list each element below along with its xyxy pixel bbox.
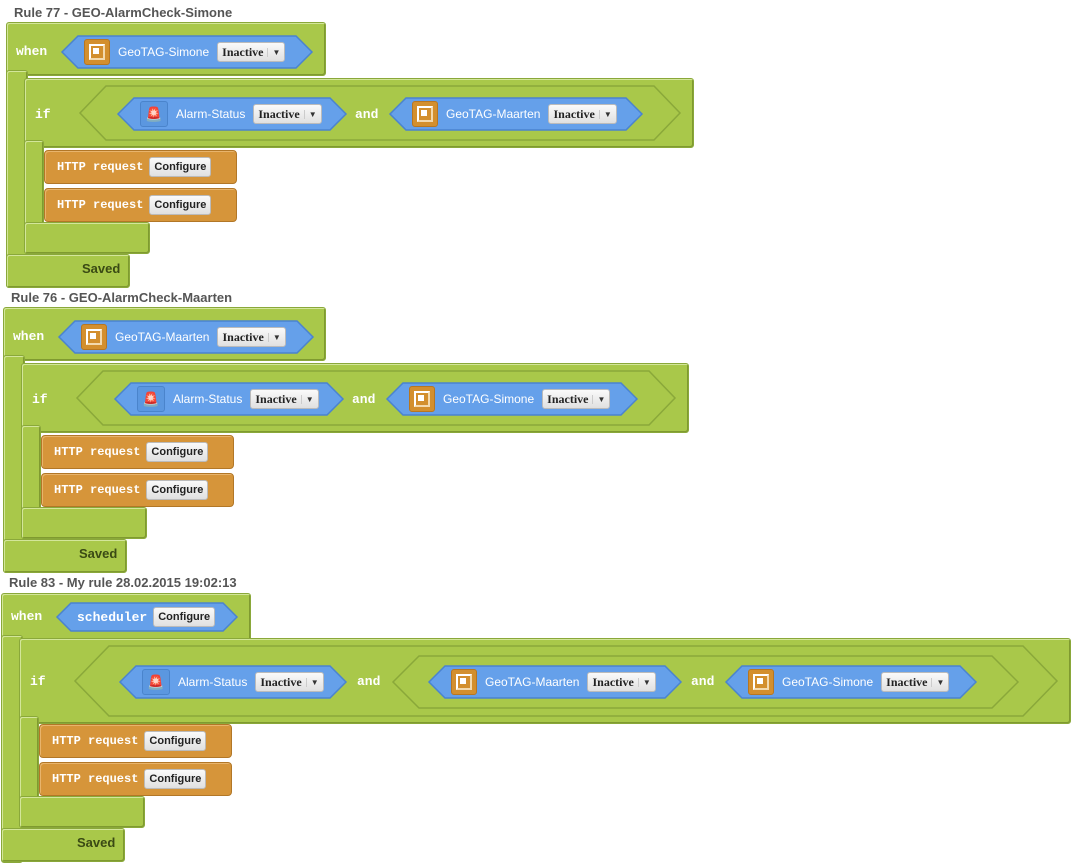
condition-block[interactable]: GeoTAG-Simone Inactive▼ <box>724 665 978 699</box>
geotag-icon <box>81 324 107 350</box>
device-name: GeoTAG-Simone <box>118 45 210 59</box>
device-name: Alarm-Status <box>176 107 246 121</box>
configure-button[interactable]: Configure <box>153 607 216 627</box>
geotag-icon <box>451 669 477 695</box>
device-name: Alarm-Status <box>178 675 248 689</box>
and-keyword: and <box>355 107 379 122</box>
when-block-footer <box>1 828 125 862</box>
condition-block[interactable]: GeoTAG-Maarten Inactive▼ <box>427 665 683 699</box>
condition-block[interactable]: 🚨 Alarm-Status Inactive▼ <box>118 665 348 699</box>
state-value: Inactive <box>255 391 297 406</box>
state-dropdown[interactable]: Inactive▼ <box>881 672 950 692</box>
if-block-footer <box>19 796 145 828</box>
http-request-block[interactable]: HTTP request Configure <box>44 150 237 184</box>
rule-title: Rule 76 - GEO-AlarmCheck-Maarten <box>11 290 233 305</box>
configure-button[interactable]: Configure <box>149 157 212 177</box>
state-dropdown[interactable]: Inactive▼ <box>587 672 656 692</box>
when-block-footer <box>3 539 127 573</box>
action-label: HTTP request <box>52 772 139 786</box>
chevron-down-icon: ▼ <box>267 47 284 57</box>
if-keyword: if <box>30 674 46 689</box>
chevron-down-icon: ▼ <box>637 677 655 687</box>
and-keyword: and <box>352 392 376 407</box>
state-value: Inactive <box>553 106 595 121</box>
and-keyword: and <box>691 674 715 689</box>
trigger-label: scheduler <box>77 609 148 625</box>
chevron-down-icon: ▼ <box>931 677 948 687</box>
if-block-footer <box>21 507 147 539</box>
http-request-block[interactable]: HTTP request Configure <box>44 188 237 222</box>
http-request-block[interactable]: HTTP request Configure <box>41 473 234 507</box>
condition-block[interactable]: 🚨 Alarm-Status Inactive▼ <box>113 382 345 416</box>
device-name: GeoTAG-Simone <box>782 675 874 689</box>
state-dropdown[interactable]: Inactive▼ <box>548 104 617 124</box>
save-status: Saved <box>79 546 118 561</box>
if-keyword: if <box>35 107 51 122</box>
save-status: Saved <box>77 835 116 850</box>
trigger-block[interactable]: GeoTAG-Simone Inactive▼ <box>60 35 314 69</box>
chevron-down-icon: ▼ <box>300 394 318 404</box>
trigger-block[interactable]: GeoTAG-Maarten Inactive▼ <box>57 320 315 354</box>
state-value: Inactive <box>886 674 928 689</box>
configure-button[interactable]: Configure <box>149 195 212 215</box>
geotag-icon <box>748 669 774 695</box>
action-label: HTTP request <box>54 445 141 459</box>
save-status: Saved <box>82 261 121 276</box>
action-label: HTTP request <box>54 483 141 497</box>
rule-title: Rule 83 - My rule 28.02.2015 19:02:13 <box>9 575 237 590</box>
and-keyword: and <box>357 674 381 689</box>
configure-button[interactable]: Configure <box>144 769 207 789</box>
device-name: GeoTAG-Maarten <box>115 330 210 344</box>
trigger-block[interactable]: scheduler Configure <box>55 602 239 632</box>
alarm-icon: 🚨 <box>137 386 165 412</box>
if-block-footer <box>24 222 150 254</box>
device-name: GeoTAG-Maarten <box>446 107 541 121</box>
http-request-block[interactable]: HTTP request Configure <box>39 724 232 758</box>
geotag-icon <box>412 101 438 127</box>
chevron-down-icon: ▼ <box>598 109 616 119</box>
configure-button[interactable]: Configure <box>144 731 207 751</box>
state-dropdown[interactable]: Inactive▼ <box>253 104 322 124</box>
when-keyword: when <box>13 329 45 344</box>
state-dropdown[interactable]: Inactive▼ <box>250 389 319 409</box>
condition-block[interactable]: 🚨 Alarm-Status Inactive▼ <box>116 97 348 131</box>
device-name: GeoTAG-Simone <box>443 392 535 406</box>
alarm-icon: 🚨 <box>142 669 170 695</box>
state-value: Inactive <box>592 674 634 689</box>
chevron-down-icon: ▼ <box>305 677 323 687</box>
configure-button[interactable]: Configure <box>146 480 209 500</box>
chevron-down-icon: ▼ <box>303 109 321 119</box>
http-request-block[interactable]: HTTP request Configure <box>39 762 232 796</box>
action-label: HTTP request <box>57 160 144 174</box>
state-value: Inactive <box>547 391 589 406</box>
configure-button[interactable]: Configure <box>146 442 209 462</box>
action-label: HTTP request <box>57 198 144 212</box>
state-value: Inactive <box>222 44 264 59</box>
state-dropdown[interactable]: Inactive▼ <box>542 389 611 409</box>
if-keyword: if <box>32 392 48 407</box>
action-label: HTTP request <box>52 734 139 748</box>
state-dropdown[interactable]: Inactive▼ <box>217 327 286 347</box>
rule-title: Rule 77 - GEO-AlarmCheck-Simone <box>14 5 233 20</box>
geotag-icon <box>84 39 110 65</box>
geotag-icon <box>409 386 435 412</box>
state-dropdown[interactable]: Inactive▼ <box>255 672 324 692</box>
condition-block[interactable]: GeoTAG-Maarten Inactive▼ <box>388 97 644 131</box>
condition-block[interactable]: GeoTAG-Simone Inactive▼ <box>385 382 639 416</box>
when-block-footer <box>6 254 130 288</box>
chevron-down-icon: ▼ <box>592 394 609 404</box>
device-name: Alarm-Status <box>173 392 243 406</box>
state-value: Inactive <box>222 329 264 344</box>
state-value: Inactive <box>258 106 300 121</box>
device-name: GeoTAG-Maarten <box>485 675 580 689</box>
state-value: Inactive <box>260 674 302 689</box>
http-request-block[interactable]: HTTP request Configure <box>41 435 234 469</box>
alarm-icon: 🚨 <box>140 101 168 127</box>
state-dropdown[interactable]: Inactive▼ <box>217 42 286 62</box>
when-keyword: when <box>11 609 43 624</box>
when-keyword: when <box>16 44 48 59</box>
chevron-down-icon: ▼ <box>267 332 285 342</box>
